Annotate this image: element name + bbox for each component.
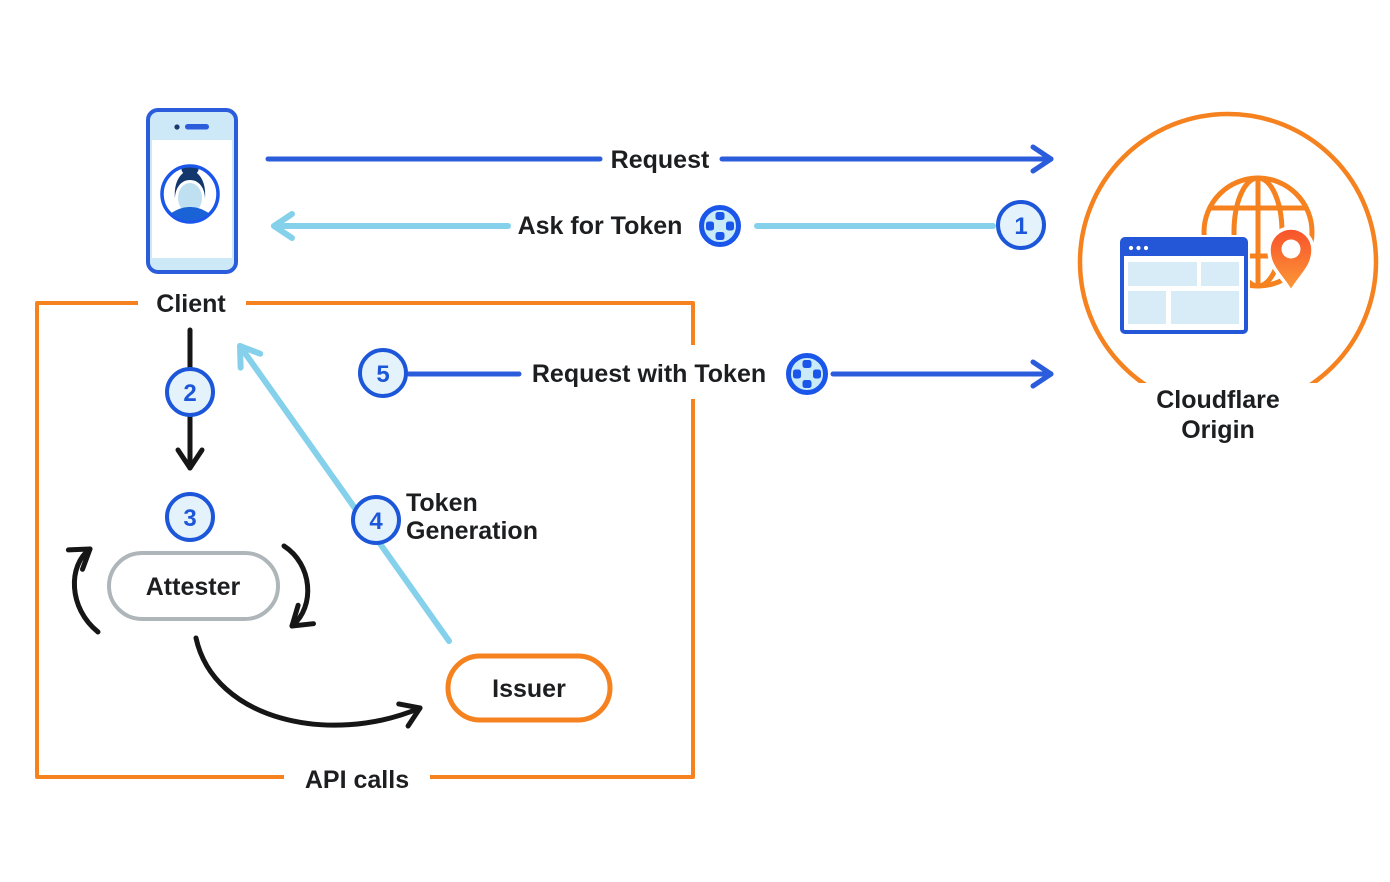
step-1-number: 1	[1014, 213, 1027, 240]
api-calls-boundary-box	[35, 301, 695, 779]
step-3-number: 3	[183, 505, 196, 532]
phone-speaker-bar	[185, 124, 209, 130]
step-5-number: 5	[376, 361, 389, 388]
client-device-icon	[146, 108, 238, 274]
step-2-number: 2	[183, 380, 196, 407]
attester-node: Attester	[107, 551, 280, 621]
token-generation-label-line1: Token	[406, 489, 478, 517]
attester-label: Attester	[146, 573, 241, 601]
phone-camera-dot	[174, 124, 180, 130]
api-calls-label: API calls	[305, 766, 409, 794]
issuer-label: Issuer	[492, 675, 566, 703]
ask-for-token-label: Ask for Token	[518, 212, 683, 240]
token-generation-arrow	[237, 343, 452, 644]
step-badge-2: 2	[165, 367, 215, 417]
origin-label-mask	[1112, 383, 1344, 455]
origin-label-line2: Origin	[1181, 416, 1255, 444]
origin-label-line1: Cloudflare	[1156, 386, 1280, 414]
issuer-node: Issuer	[445, 653, 613, 723]
token-generation-label-line2: Generation	[406, 517, 538, 545]
browser-window-icon	[1118, 235, 1250, 336]
token-icon	[699, 205, 741, 247]
attester-to-issuer-arrow	[193, 635, 423, 729]
step-badge-1: 1	[996, 200, 1046, 250]
step-badge-5: 5	[358, 348, 408, 398]
step-badge-3: 3	[165, 492, 215, 542]
cloudflare-origin-node: Cloudflare Origin	[1077, 111, 1379, 455]
user-avatar-icon	[160, 164, 220, 224]
token-icon	[786, 353, 828, 395]
request-with-token-label: Request with Token	[532, 360, 766, 388]
step-4-number: 4	[369, 508, 383, 535]
request-label: Request	[611, 146, 710, 174]
attester-loop-arrow-left	[65, 546, 101, 635]
attester-loop-arrow-right	[281, 543, 317, 629]
step-badge-4: 4	[351, 495, 401, 545]
browser-titlebar	[1122, 239, 1246, 256]
client-label: Client	[156, 290, 226, 318]
location-pin-icon	[1267, 226, 1315, 296]
